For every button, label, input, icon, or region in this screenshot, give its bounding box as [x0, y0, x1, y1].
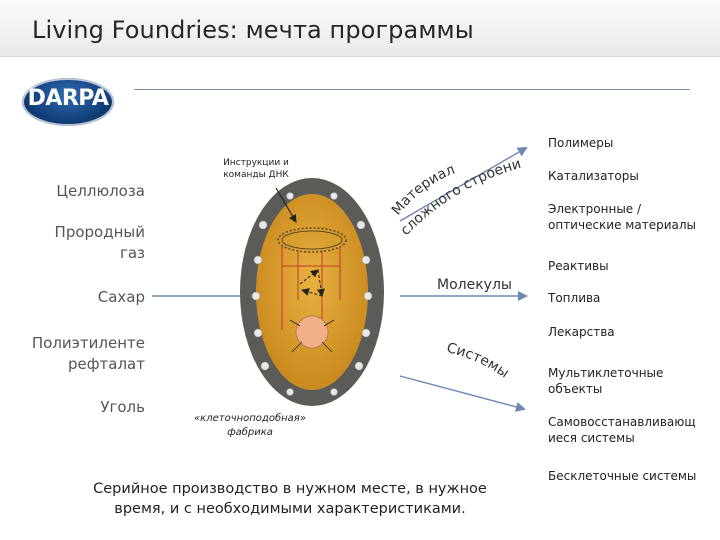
product-reagents: Реактивы [548, 259, 609, 273]
product-multicellular: Мультиклеточные объекты [548, 366, 664, 396]
slide-title: Living Foundries: мечта программы [32, 16, 474, 44]
output-arrow-top [399, 146, 528, 222]
dna-instructions-label: Инструкции и команды ДНК [223, 158, 289, 180]
header-rule [134, 89, 690, 90]
molecules-label: Молекулы [437, 277, 512, 293]
factory-label: «клеточноподобная» фабрика [194, 413, 306, 438]
systems-label: Системы [445, 340, 512, 381]
title-bar [0, 0, 720, 57]
dna-pointer [275, 187, 297, 223]
product-electronic-materials: Электронные / оптические материалы [548, 202, 696, 232]
darpa-logo [22, 78, 114, 126]
product-polymers: Полимеры [548, 136, 614, 150]
footer-text: Серийное производство в нужном месте, в … [93, 481, 487, 517]
product-catalysts: Катализаторы [548, 169, 639, 183]
input-natural-gas: Прородный газ [54, 223, 145, 262]
output-arrow-bottom [399, 375, 526, 412]
product-fuels: Топлива [548, 291, 601, 305]
product-self-repair: Самовосстанавливающиеся системы [548, 415, 696, 445]
curved-label-complex: сложного строения [0, 0, 523, 239]
product-cell-free: Бесклеточные системы [548, 469, 697, 483]
product-drugs: Лекарства [548, 325, 615, 339]
input-coal: Уголь [100, 398, 145, 416]
darpa-logo-text: DARPA [27, 86, 109, 111]
cell-illustration [240, 178, 384, 406]
input-cellulose: Целлюлоза [56, 182, 145, 200]
input-sugar: Сахар [97, 288, 145, 306]
input-pet: Полиэтиленте рефталат [31, 334, 145, 373]
